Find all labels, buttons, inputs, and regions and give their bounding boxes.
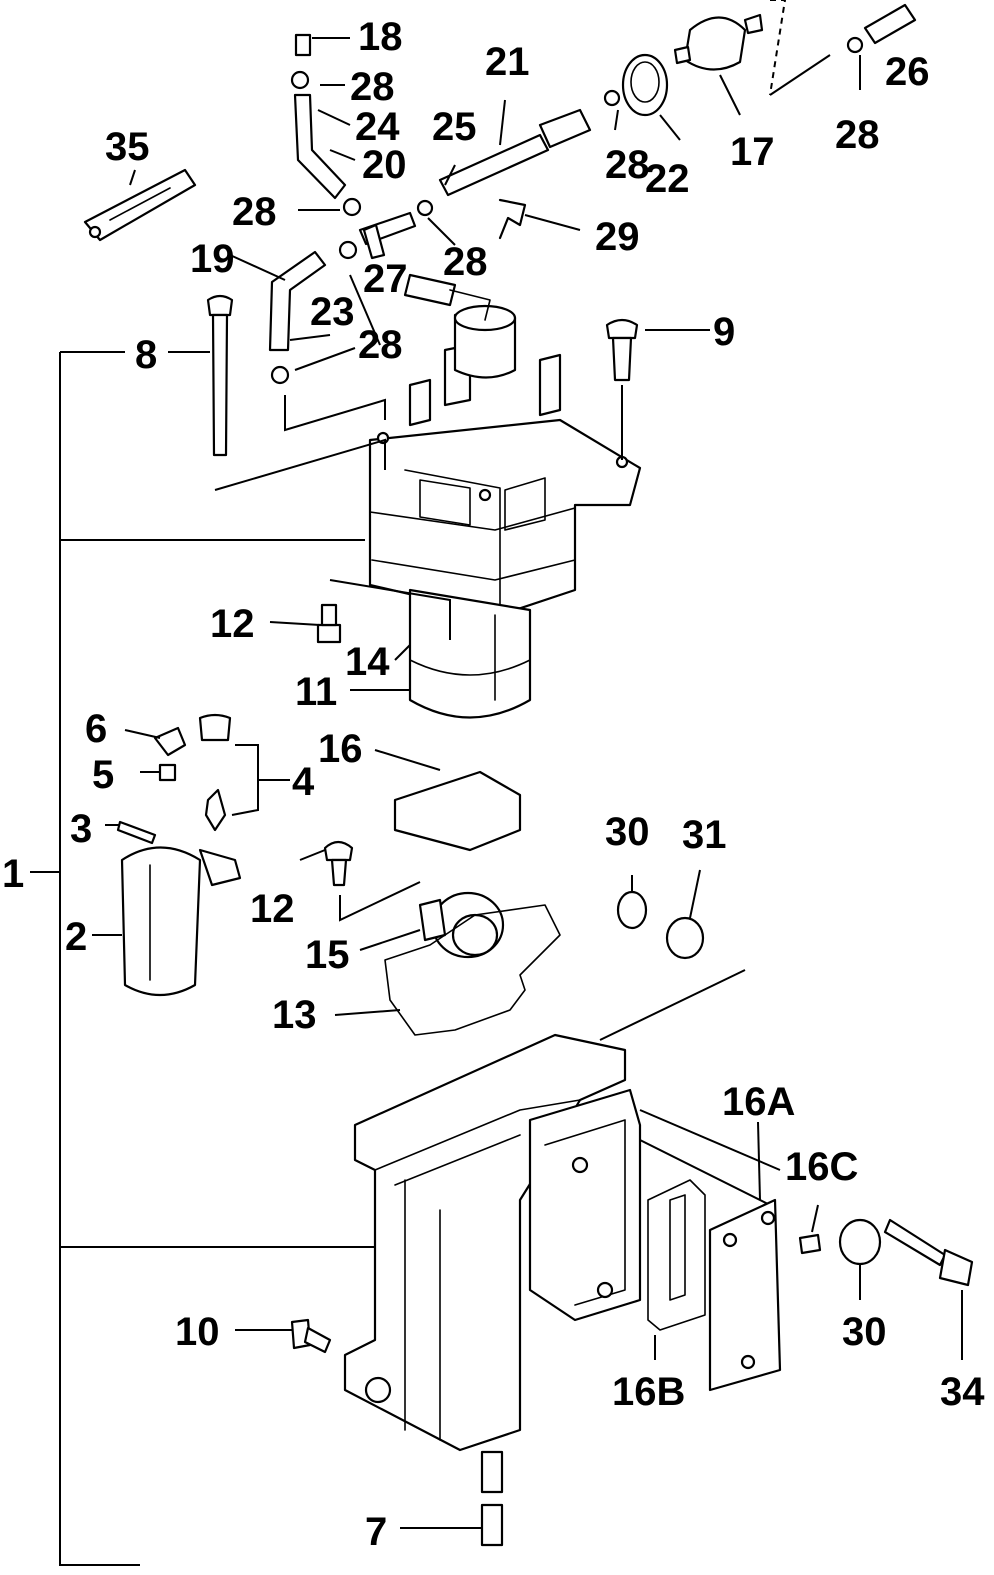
callout-19: 19: [190, 237, 235, 281]
carburetor-upper-body: [368, 273, 642, 719]
callout-28-right1: 28: [605, 143, 650, 187]
assembly-bracket-lines: [30, 351, 375, 1566]
callout-6: 6: [85, 707, 107, 751]
callout-16A: 16A: [722, 1080, 795, 1124]
callout-10: 10: [175, 1310, 220, 1354]
callout-3: 3: [70, 807, 92, 851]
callout-4: 4: [292, 760, 315, 804]
callout-23: 23: [310, 290, 355, 334]
callout-11: 11: [295, 670, 337, 714]
callout-15: 15: [305, 933, 350, 977]
callout-28-right2: 28: [835, 113, 880, 157]
callout-28-mid: 28: [443, 240, 488, 284]
lower-housing: [343, 1033, 781, 1452]
callout-24: 24: [355, 105, 400, 149]
callout-16C: 16C: [785, 1145, 858, 1189]
callout-28-low: 28: [358, 323, 403, 367]
screws-top: [206, 294, 639, 491]
leader-lines: [92, 37, 963, 1529]
callout-14: 14: [345, 640, 390, 684]
callout-20: 20: [362, 143, 407, 187]
callout-9: 9: [713, 310, 735, 354]
callout-26: 26: [885, 50, 930, 94]
callout-27: 27: [363, 257, 408, 301]
callout-12-upper: 12: [210, 602, 255, 646]
callout-1: 1: [2, 852, 24, 896]
callout-28-left: 28: [232, 190, 277, 234]
middle-components: [116, 579, 746, 1041]
callout-16B: 16B: [612, 1370, 685, 1414]
callout-17: 17: [730, 130, 775, 174]
callout-22: 22: [645, 157, 690, 201]
callout-35: 35: [105, 125, 150, 169]
callout-5: 5: [92, 753, 114, 797]
linkage-35: [83, 168, 197, 242]
fuel-hose-assembly: [268, 0, 917, 432]
callout-12-lower: 12: [250, 887, 295, 931]
callout-18: 18: [358, 15, 403, 59]
callout-28-top: 28: [350, 65, 395, 109]
callout-8: 8: [135, 333, 157, 377]
callout-30-mid: 30: [605, 810, 650, 854]
callout-16: 16: [318, 727, 363, 771]
callout-labels: 18 28 24 20 21 25 35 28 28 27 19 23 28 8…: [2, 15, 985, 1554]
callout-21: 21: [485, 40, 530, 84]
lower-components: [290, 1179, 974, 1547]
callout-13: 13: [272, 993, 317, 1037]
callout-31: 31: [682, 813, 727, 857]
callout-2: 2: [65, 915, 87, 959]
callout-25: 25: [432, 105, 477, 149]
callout-30-low: 30: [842, 1310, 887, 1354]
callout-7: 7: [365, 1510, 387, 1554]
callout-34: 34: [940, 1370, 985, 1414]
callout-29: 29: [595, 215, 640, 259]
